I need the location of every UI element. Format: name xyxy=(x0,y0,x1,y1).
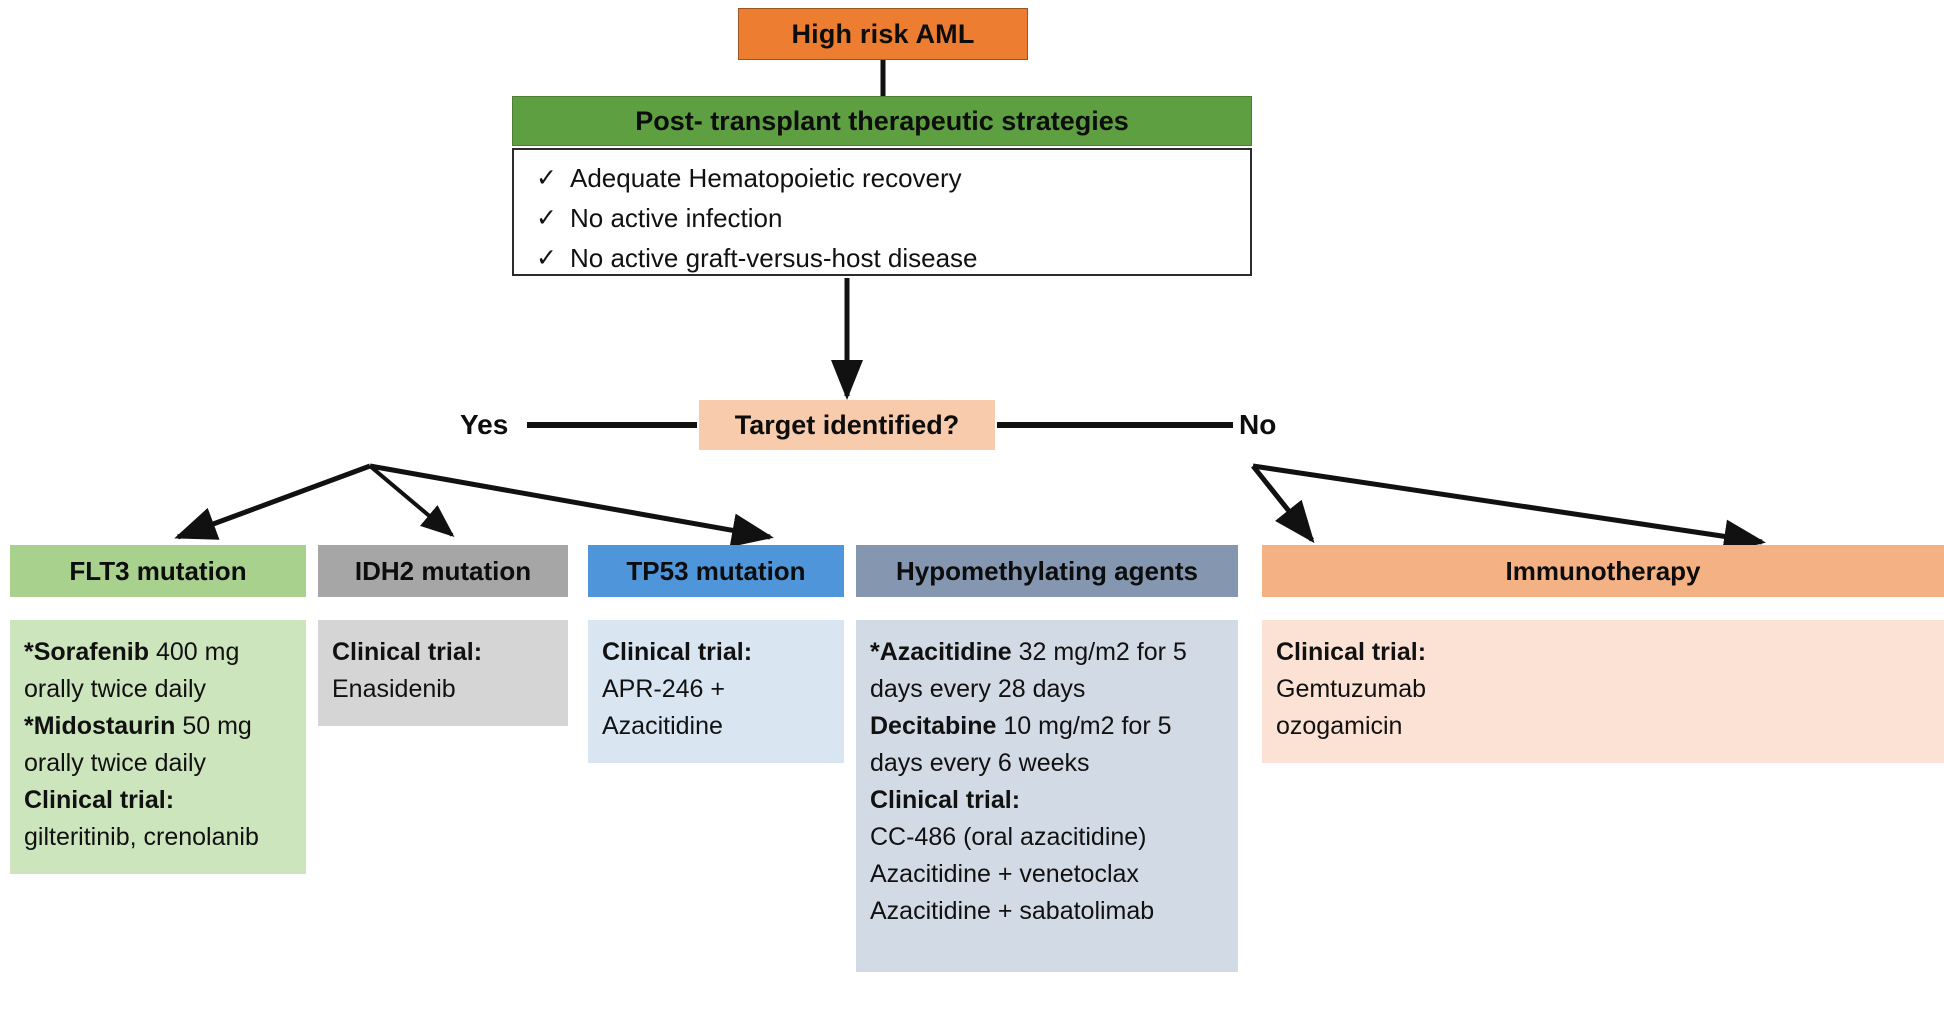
column-idh2-body: Clinical trial: Enasidenib xyxy=(318,620,568,726)
list-item: ✓ No active infection xyxy=(536,200,1250,238)
column-text-line: APR-246 + xyxy=(602,675,725,703)
connector-no-to-immuno xyxy=(1252,463,1766,554)
column-text-line: Clinical trial: xyxy=(1276,638,1427,666)
list-item: ✓ Adequate Hematopoietic recovery xyxy=(536,160,1250,198)
connector-yes-to-tp53 xyxy=(369,463,774,548)
column-text-line: Gemtuzumab xyxy=(1276,675,1427,703)
column-text-line: Enasidenib xyxy=(332,675,456,703)
column-text-line: Azacitidine + sabatolimab xyxy=(870,897,1155,925)
column-immunotherapy-header[interactable]: Immunotherapy xyxy=(1262,545,1944,597)
checklist-item-label: No active infection xyxy=(570,203,783,233)
column-text-line: *Azacitidine 32 mg/m2 for 5 days every 2… xyxy=(870,638,1187,703)
connector-yes-to-flt3 xyxy=(174,463,371,540)
checklist-item-label: Adequate Hematopoietic recovery xyxy=(570,163,962,193)
connector-no-to-hma xyxy=(1251,464,1315,544)
column-text-line: Decitabine 10 mg/m2 for 5 days every 6 w… xyxy=(870,712,1172,777)
connector-yes-to-idh2 xyxy=(368,464,455,538)
node-high-risk-aml[interactable]: High risk AML xyxy=(738,8,1028,60)
branch-label-yes: Yes xyxy=(460,409,509,440)
column-text-line: CC-486 (oral azacitidine) xyxy=(870,823,1147,851)
node-target-identified[interactable]: Target identified? xyxy=(699,400,995,450)
check-icon: ✓ xyxy=(536,244,557,272)
column-text-line: gilteritinib, crenolanib xyxy=(24,823,259,851)
column-hypomethylating-agents: Hypomethylating agents *Azacitidine 32 m… xyxy=(856,545,1238,972)
node-high-risk-aml-label: High risk AML xyxy=(791,18,975,49)
column-hypomethylating-agents-header[interactable]: Hypomethylating agents xyxy=(856,545,1238,597)
checklist-box: ✓ Adequate Hematopoietic recovery ✓ No a… xyxy=(512,148,1252,276)
column-text-line: Clinical trial: xyxy=(24,786,175,814)
column-text-line: ozogamicin xyxy=(1276,712,1403,740)
node-post-transplant-strategies[interactable]: Post- transplant therapeutic strategies xyxy=(512,96,1252,146)
column-flt3: FLT3 mutation *Sorafenib 400 mg orally t… xyxy=(10,545,306,874)
column-hypomethylating-agents-body: *Azacitidine 32 mg/m2 for 5 days every 2… xyxy=(856,620,1238,972)
node-post-transplant-strategies-label: Post- transplant therapeutic strategies xyxy=(635,105,1129,136)
column-flt3-header[interactable]: FLT3 mutation xyxy=(10,545,306,597)
node-target-identified-label: Target identified? xyxy=(734,409,960,440)
column-text-line: *Sorafenib 400 mg orally twice daily xyxy=(24,638,240,703)
list-item: ✓ No active graft-versus-host disease xyxy=(536,240,1250,278)
column-text-line: Azacitidine xyxy=(602,712,723,740)
column-tp53: TP53 mutation Clinical trial: APR-246 + Az… xyxy=(588,545,844,763)
column-immunotherapy-body: Clinical trial: Gemtuzumab ozogamicin xyxy=(1262,620,1944,763)
column-flt3-body: *Sorafenib 400 mg orally twice daily *Mid… xyxy=(10,620,306,874)
check-icon: ✓ xyxy=(536,164,557,192)
column-text-line: *Midostaurin 50 mg orally twice daily xyxy=(24,712,252,777)
column-text-line: Clinical trial: xyxy=(332,638,483,666)
column-text-line: Azacitidine + venetoclax xyxy=(870,860,1139,888)
column-immunotherapy: Immunotherapy Clinical trial: Gemtuzumab o… xyxy=(1262,545,1944,763)
column-tp53-body: Clinical trial: APR-246 + Azacitidine xyxy=(588,620,844,763)
branch-label-no: No xyxy=(1239,409,1277,440)
column-text-line: Clinical trial: xyxy=(602,638,753,666)
column-text-line: Clinical trial: xyxy=(870,786,1021,814)
check-icon: ✓ xyxy=(536,204,557,232)
column-idh2: IDH2 mutation Clinical trial: Enasidenib xyxy=(318,545,568,726)
checklist-item-label: No active graft-versus-host disease xyxy=(570,243,978,273)
column-tp53-header[interactable]: TP53 mutation xyxy=(588,545,844,597)
column-idh2-header[interactable]: IDH2 mutation xyxy=(318,545,568,597)
